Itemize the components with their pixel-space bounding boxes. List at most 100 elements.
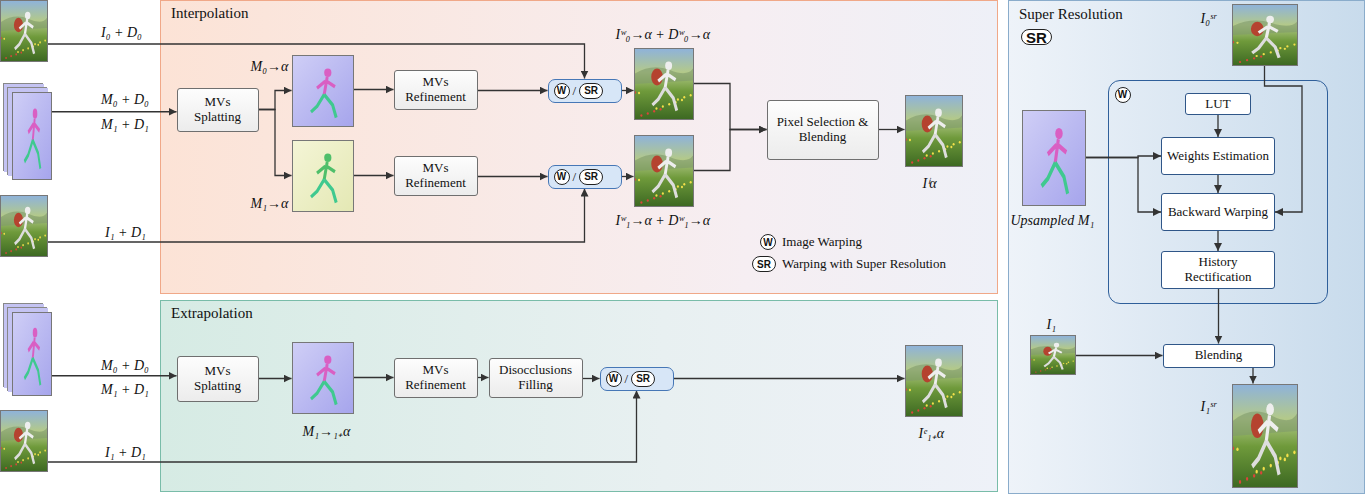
flowers	[1233, 41, 1296, 63]
flower-dot	[44, 235, 46, 237]
flow-arrow	[1252, 368, 1253, 384]
frame-image: M₀→α	[292, 55, 354, 127]
flower-dot	[1044, 369, 1046, 370]
figure-body	[1258, 415, 1277, 441]
process-box: History Rectification	[1161, 251, 1275, 289]
stage-panel: I₀ˢʳUpsampled M₁LUTWeights EstimationBac…	[1008, 0, 1365, 494]
thumbnail-ground	[635, 49, 693, 119]
image-label: I₁ + D₁	[105, 225, 146, 241]
flower-dot	[1, 37, 2, 39]
flower-dot	[1293, 450, 1295, 454]
flow-arrow	[1076, 355, 1163, 356]
flower-dot	[34, 43, 36, 45]
flower-dot	[5, 467, 7, 469]
flower-dot	[1035, 371, 1037, 372]
figure-body	[19, 429, 33, 444]
flower-dot	[15, 463, 17, 465]
flower-dot	[635, 178, 636, 181]
flower-dot	[655, 194, 657, 197]
flower-dot	[689, 180, 691, 183]
flower-dot	[44, 40, 46, 42]
runner-figure	[311, 355, 336, 404]
figure-body	[928, 367, 945, 385]
warp-symbol: W	[606, 371, 622, 387]
image-label: I₀ˢʳ	[1201, 11, 1217, 27]
flower-dot	[27, 47, 29, 49]
flower-dot	[659, 107, 661, 110]
flow-arrow	[259, 378, 292, 379]
flower-dot	[680, 98, 682, 101]
thumbnail	[293, 141, 353, 211]
flowers	[1031, 358, 1074, 372]
figure-legs	[311, 94, 336, 117]
flowers	[1233, 446, 1296, 483]
image-label: M₁→₁₊α	[303, 421, 351, 440]
figure-head	[935, 108, 942, 116]
figure-head	[25, 12, 31, 19]
flowers	[906, 388, 961, 414]
thumbnail-ground	[13, 313, 51, 395]
image-label: Upsampled M₁	[1011, 213, 1095, 229]
box-label: MVs Refinement	[400, 161, 472, 191]
flowers	[1, 232, 46, 254]
thumbnail-ground	[1233, 385, 1297, 487]
legend-symbol: SR	[752, 256, 776, 272]
flower-dot	[653, 110, 655, 113]
flower-dot	[22, 244, 24, 246]
flower-dot	[1238, 60, 1240, 62]
flow-arrow	[48, 391, 637, 463]
box-label: Blending	[1195, 348, 1243, 363]
flowers	[635, 91, 692, 117]
process-box: Weights Estimation	[1161, 137, 1275, 175]
flower-dot	[946, 145, 948, 148]
separator: /	[573, 169, 577, 185]
runner-figure	[311, 153, 336, 202]
flower-dot	[950, 395, 952, 398]
runner-figure	[15, 422, 34, 464]
flower-dot	[638, 178, 640, 181]
flower-dot	[1, 447, 2, 449]
runner-figure	[1044, 342, 1062, 369]
flow-arrow	[694, 130, 767, 171]
frame-image: Iᵉ₁₊α	[905, 345, 963, 417]
runner-figure	[652, 148, 676, 197]
figure-head	[25, 207, 31, 214]
flow-arrow	[354, 377, 394, 378]
sr-symbol: SR	[1021, 29, 1052, 45]
figure-head	[324, 68, 331, 76]
runner-figure	[15, 207, 34, 249]
flower-dot	[646, 199, 648, 202]
flower-dot	[917, 409, 919, 412]
flower-dot	[1286, 45, 1288, 47]
figure-legs	[1252, 38, 1279, 58]
flow-arrow	[48, 44, 585, 79]
flower-dot	[20, 247, 22, 249]
image-label: M₀ + D₀	[101, 92, 149, 108]
figure-head	[33, 328, 38, 338]
frame-image: Iⁱα	[905, 95, 963, 167]
frame-image: I₁ˢʳ	[1232, 384, 1298, 488]
thumbnail	[1233, 385, 1297, 487]
thumbnail	[293, 56, 353, 126]
flower-dot	[1033, 359, 1035, 360]
flowers	[1, 447, 46, 469]
flower-dot	[5, 57, 7, 59]
figure-legs	[15, 229, 34, 249]
figure-body	[317, 364, 335, 382]
thumbnail	[1031, 336, 1075, 374]
figure-body	[19, 19, 33, 34]
figure-body	[317, 77, 335, 95]
flow-arrow	[694, 84, 767, 130]
thumbnail	[13, 313, 51, 395]
flower-dot	[10, 55, 12, 57]
image-label: I₀ + D₀	[101, 25, 142, 41]
runner-figure	[1252, 403, 1279, 474]
flower-dot	[39, 41, 41, 43]
runner-figure	[15, 12, 34, 54]
flower-dot	[925, 404, 927, 407]
warp-symbol: SR	[579, 169, 603, 185]
thumbnail-ground	[13, 93, 51, 179]
flower-dot	[676, 185, 678, 188]
box-label: History Rectification	[1167, 255, 1269, 285]
flow-arrow	[1217, 175, 1218, 193]
